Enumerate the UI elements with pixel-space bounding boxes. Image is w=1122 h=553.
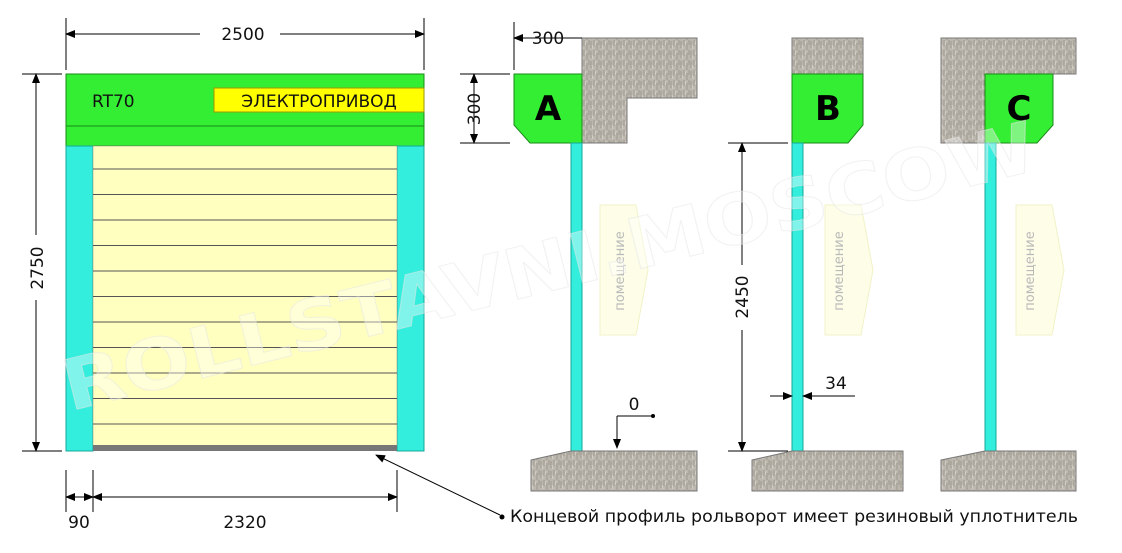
note-text: Концевой профиль рольворот имеет резинов…	[510, 507, 1078, 527]
dim-total-height: 2750	[28, 246, 48, 289]
section-c-floor	[940, 450, 1077, 492]
dim-side-guide: 90	[68, 513, 90, 533]
dim-floor-level: 0	[629, 395, 640, 415]
dim-guide-thickness: 34	[825, 374, 847, 394]
section-a-room-label: помещение	[613, 231, 628, 310]
guide-right	[396, 145, 425, 452]
section-b-floor	[751, 450, 904, 492]
bottom-profile	[93, 445, 397, 451]
front-view: RT70 ЭЛЕКТРОПРИВОД 2500 2750 90 2320	[22, 18, 425, 533]
dim-box-height: 300	[465, 93, 485, 125]
note-group: Концевой профиль рольворот имеет резинов…	[375, 454, 1078, 527]
section-a: A помещение 300 300 0	[460, 22, 698, 492]
dim-opening-width: 2320	[223, 513, 266, 533]
section-c-box	[984, 73, 1054, 144]
level-dot	[651, 414, 655, 418]
model-label: RT70	[92, 92, 135, 112]
dim-box-top: 300	[532, 29, 564, 49]
section-b-box	[791, 73, 864, 144]
dim-opening-height: 2450	[733, 275, 753, 318]
section-a-box	[513, 73, 583, 144]
drive-badge	[213, 87, 425, 113]
section-c-letter: C	[1007, 89, 1032, 129]
note-bullet	[499, 514, 505, 520]
note-leader	[375, 454, 501, 516]
section-b-letter: B	[815, 89, 841, 129]
section-b: B помещение 2450 34	[728, 37, 904, 492]
section-a-room-arrow	[599, 204, 649, 336]
section-a-letter: A	[535, 89, 562, 129]
dim-total-width: 2500	[221, 25, 264, 45]
drive-label: ЭЛЕКТРОПРИВОД	[241, 92, 397, 112]
section-a-lintel	[581, 37, 698, 144]
curtain-slats	[93, 168, 397, 425]
section-b-lintel	[791, 37, 864, 75]
section-b-room-label: помещение	[832, 231, 847, 310]
section-c-room-label: помещение	[1023, 231, 1038, 310]
section-c: C помещение	[940, 37, 1077, 492]
section-b-room-arrow	[824, 204, 874, 336]
section-a-floor	[530, 450, 698, 492]
section-c-room-arrow	[1015, 204, 1065, 336]
